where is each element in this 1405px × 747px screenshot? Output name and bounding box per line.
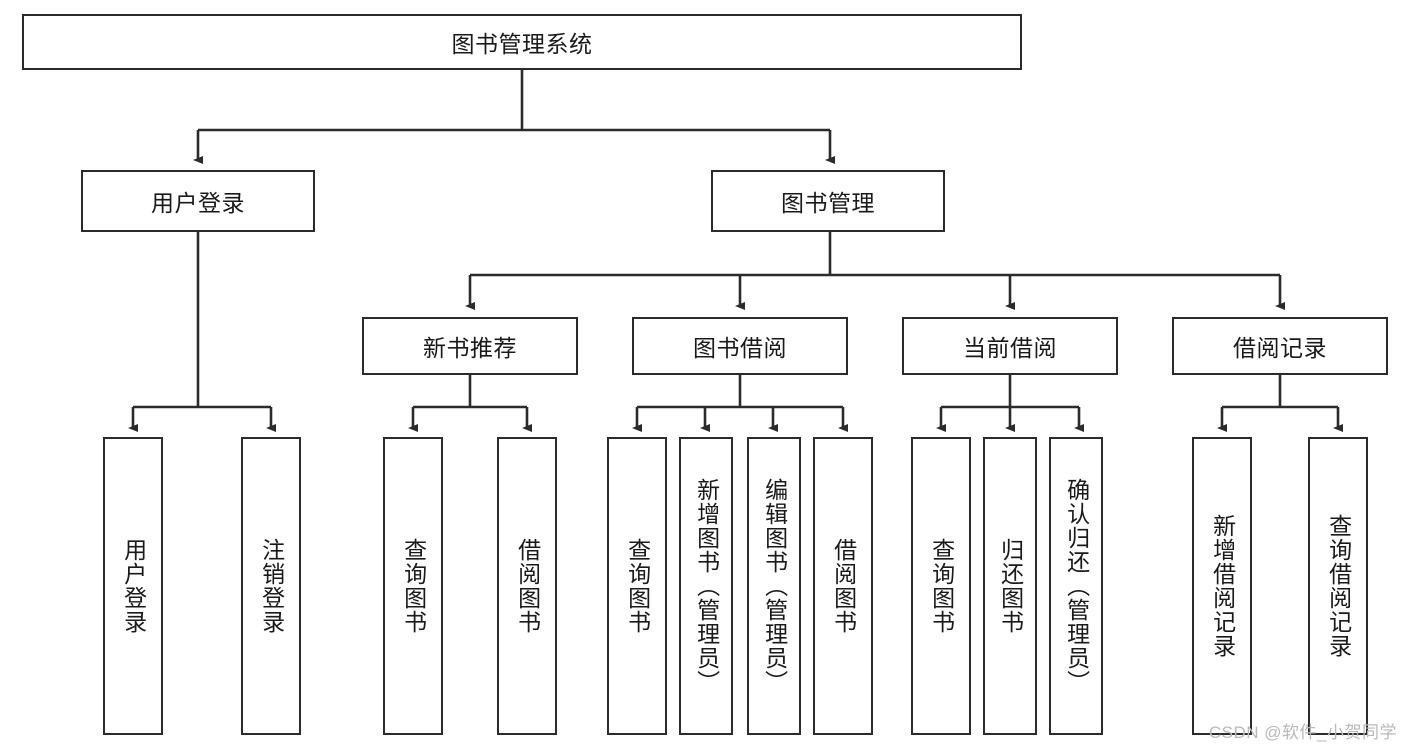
node-leaf-add-record-label: 新增借阅记录 <box>1209 514 1236 658</box>
node-leaf-logout-login[interactable]: 注销登录 <box>241 437 301 735</box>
node-leaf-borrow-book-1-label: 借阅图书 <box>514 538 541 634</box>
node-root-label: 图书管理系统 <box>451 31 593 57</box>
node-leaf-edit-book[interactable]: 编辑图书（管理员） <box>747 437 801 735</box>
node-leaf-query-record[interactable]: 查询借阅记录 <box>1308 437 1368 735</box>
node-borrow-record-label: 借阅记录 <box>1233 335 1327 361</box>
node-user-login-label: 用户登录 <box>151 190 245 216</box>
node-current-borrow-label: 当前借阅 <box>963 335 1057 361</box>
node-leaf-query-book-1[interactable]: 查询图书 <box>383 437 443 735</box>
node-leaf-query-book-3[interactable]: 查询图书 <box>911 437 971 735</box>
node-leaf-borrow-book-1[interactable]: 借阅图书 <box>497 437 557 735</box>
node-leaf-add-book-label: 新增图书（管理员） <box>693 478 720 694</box>
node-leaf-add-book[interactable]: 新增图书（管理员） <box>679 437 733 735</box>
node-leaf-edit-book-label: 编辑图书（管理员） <box>761 478 788 694</box>
node-book-manage[interactable]: 图书管理 <box>711 170 945 232</box>
node-leaf-user-login[interactable]: 用户登录 <box>103 437 163 735</box>
node-leaf-query-record-label: 查询借阅记录 <box>1325 514 1352 658</box>
node-leaf-return-book-label: 归还图书 <box>997 538 1024 634</box>
node-leaf-query-book-3-label: 查询图书 <box>928 538 955 634</box>
node-leaf-query-book-2-label: 查询图书 <box>624 538 651 634</box>
node-book-manage-label: 图书管理 <box>781 190 875 216</box>
watermark-text: CSDN @软件_小贺同学 <box>1208 723 1397 742</box>
node-book-borrow[interactable]: 图书借阅 <box>632 317 848 375</box>
node-book-borrow-label: 图书借阅 <box>693 335 787 361</box>
node-leaf-confirm-return-label: 确认归还（管理员） <box>1063 478 1090 694</box>
node-leaf-query-book-2[interactable]: 查询图书 <box>607 437 667 735</box>
node-leaf-add-record[interactable]: 新增借阅记录 <box>1192 437 1252 735</box>
node-current-borrow[interactable]: 当前借阅 <box>902 317 1118 375</box>
node-leaf-user-login-label: 用户登录 <box>120 538 147 634</box>
node-leaf-borrow-book-2[interactable]: 借阅图书 <box>813 437 873 735</box>
node-root[interactable]: 图书管理系统 <box>22 14 1022 70</box>
node-new-book-recommend[interactable]: 新书推荐 <box>362 317 578 375</box>
node-leaf-query-book-1-label: 查询图书 <box>400 538 427 634</box>
node-leaf-borrow-book-2-label: 借阅图书 <box>830 538 857 634</box>
node-leaf-return-book[interactable]: 归还图书 <box>983 437 1037 735</box>
node-leaf-logout-login-label: 注销登录 <box>258 538 285 634</box>
node-user-login[interactable]: 用户登录 <box>81 170 315 232</box>
node-borrow-record[interactable]: 借阅记录 <box>1172 317 1388 375</box>
node-new-book-recommend-label: 新书推荐 <box>423 335 517 361</box>
node-leaf-confirm-return[interactable]: 确认归还（管理员） <box>1049 437 1103 735</box>
